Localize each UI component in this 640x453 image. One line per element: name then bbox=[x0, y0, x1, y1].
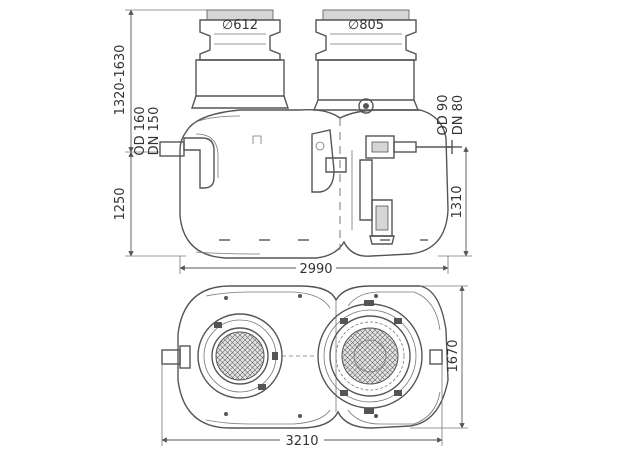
outlet-pipe-marker bbox=[446, 140, 462, 154]
tank-body-plan bbox=[177, 285, 449, 429]
right-manhole-cover bbox=[317, 300, 423, 414]
right-manhole-riser bbox=[312, 9, 420, 111]
plan-view bbox=[161, 285, 468, 446]
inlet-od-label: OD 160 bbox=[133, 106, 148, 155]
outlet-dn-label: DN 80 bbox=[451, 95, 466, 135]
middle-baffle bbox=[311, 129, 347, 193]
plan-length-label: 3210 bbox=[285, 434, 318, 449]
pump-assembly bbox=[351, 98, 452, 245]
plan-outlet-stub bbox=[429, 349, 443, 365]
inlet-dn-label: DN 150 bbox=[147, 107, 162, 156]
plan-width-label: 1670 bbox=[446, 339, 461, 372]
left-height-label: 1250 bbox=[113, 187, 128, 220]
outlet-od-label: OD 90 bbox=[436, 95, 451, 136]
left-manhole-cover bbox=[197, 313, 283, 399]
inlet-pipe bbox=[159, 133, 219, 189]
tank-length-label: 2990 bbox=[299, 262, 332, 277]
left-diameter-label: ∅612 bbox=[222, 18, 258, 33]
left-manhole-riser bbox=[191, 9, 289, 109]
side-view bbox=[125, 9, 472, 274]
riser-height-label: 1320-1630 bbox=[113, 45, 128, 116]
right-height-label: 1310 bbox=[450, 185, 465, 218]
right-diameter-label: ∅805 bbox=[348, 18, 384, 33]
tank-body-side bbox=[179, 108, 449, 259]
tank-level-symbol bbox=[252, 135, 262, 144]
